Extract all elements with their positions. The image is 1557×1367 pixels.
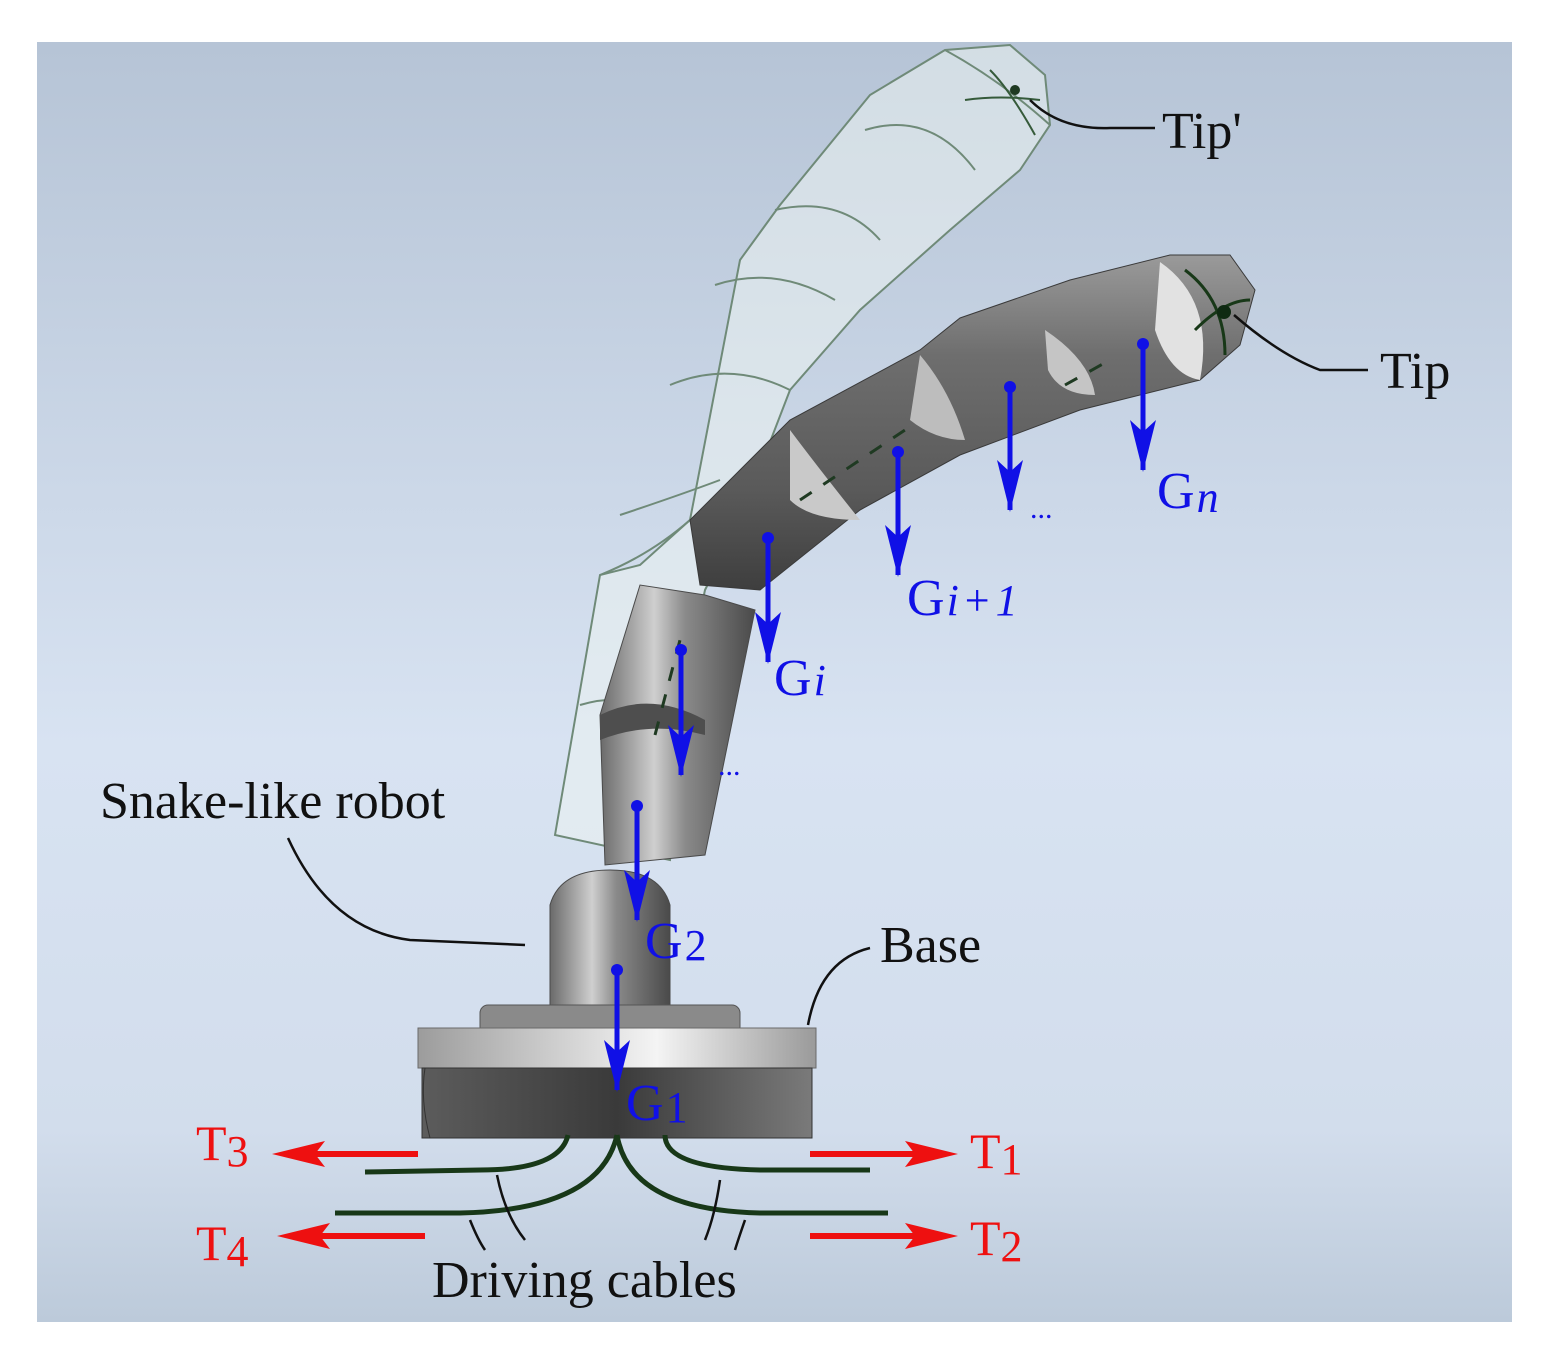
gravity-arrow-lower <box>668 644 694 777</box>
tension-arrow-3 <box>272 1141 418 1167</box>
gravity-arrow-1 <box>604 964 630 1092</box>
gravity-label-2: G2 <box>645 913 707 970</box>
tension-label-2: T2 <box>970 1210 1023 1271</box>
gravity-arrow-i-plus-1 <box>997 381 1023 512</box>
tension-label-4: T4 <box>196 1215 249 1276</box>
gravity-arrow-i-upper <box>885 446 911 577</box>
gravity-label-i-plus-1: Gi+1 <box>907 570 1018 627</box>
driving-cables-label: Driving cables <box>432 1252 737 1309</box>
tip-ghost-label: Tip' <box>1162 103 1242 160</box>
tension-arrow-1 <box>810 1141 958 1167</box>
tension-arrow-4 <box>277 1223 425 1249</box>
gravity-label-i: Gi <box>774 650 826 707</box>
gravity-label-1: G1 <box>626 1075 688 1132</box>
ellipsis-lower: ... <box>718 749 741 782</box>
solid-robot <box>549 254 1256 1011</box>
gravity-arrow-n <box>1130 338 1156 472</box>
snake-robot-label: Snake-like robot <box>100 773 446 830</box>
gravity-arrow-2 <box>624 800 650 922</box>
gravity-label-n: Gn <box>1157 463 1219 522</box>
tip-label: Tip <box>1380 343 1450 400</box>
gravity-arrows <box>604 338 1156 1092</box>
gravity-arrow-i <box>755 532 781 664</box>
ellipsis-upper: ... <box>1030 492 1053 525</box>
tension-arrows <box>272 1141 958 1249</box>
leader-lines <box>286 99 1368 1251</box>
tension-label-1: T1 <box>970 1123 1023 1184</box>
tension-arrow-2 <box>810 1223 958 1249</box>
base-label: Base <box>880 917 981 974</box>
driving-cables <box>335 1134 888 1216</box>
tension-label-3: T3 <box>196 1115 249 1176</box>
